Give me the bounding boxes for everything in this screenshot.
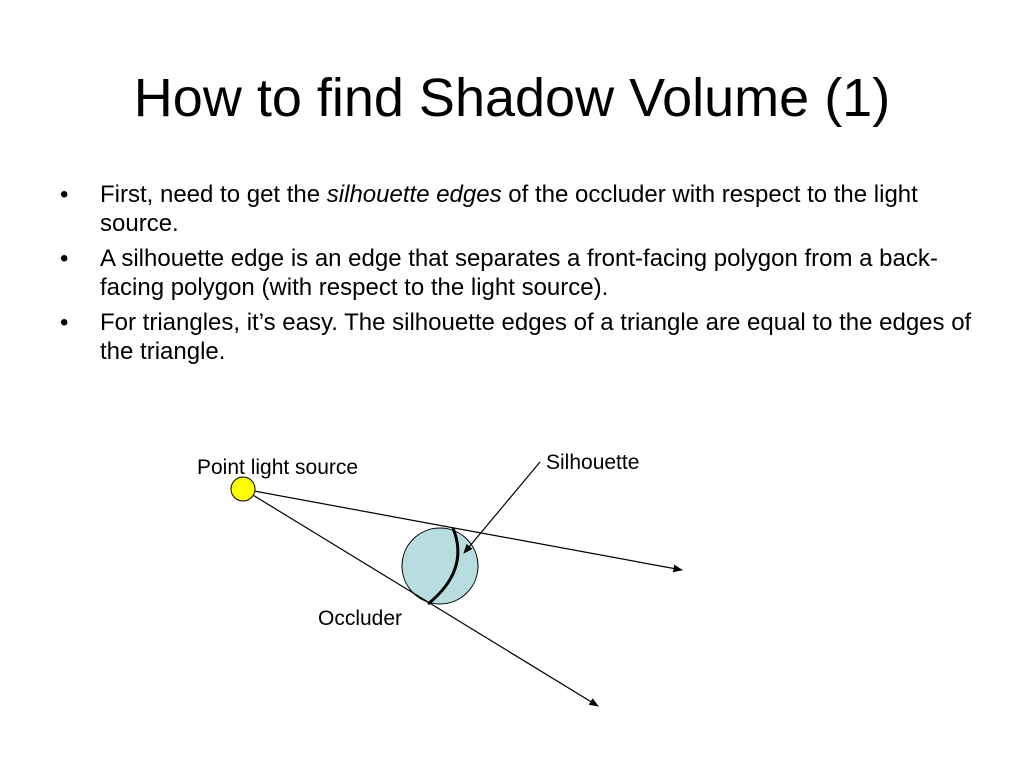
bullet-marker: • <box>60 309 69 336</box>
bullet-item: • First, need to get the silhouette edge… <box>60 180 980 238</box>
light-source-label: Point light source <box>197 456 358 479</box>
bullet-marker: • <box>60 245 69 272</box>
occluder-label: Occluder <box>318 607 402 630</box>
bullet-emphasis: silhouette edges <box>326 181 502 208</box>
bullet-text-start: First, need to get the <box>100 181 327 208</box>
silhouette-pointer-arrow <box>463 461 541 554</box>
upper-shadow-ray <box>242 488 683 573</box>
bullet-item: • For triangles, it’s easy. The silhouet… <box>60 308 980 366</box>
bullet-text: For triangles, it’s easy. The silhouette… <box>100 309 972 365</box>
bullet-text: A silhouette edge is an edge that separa… <box>100 245 938 301</box>
slide-title: How to find Shadow Volume (1) <box>133 68 891 128</box>
lower-shadow-ray <box>242 488 599 707</box>
bullet-list: • First, need to get the silhouette edge… <box>60 180 980 372</box>
bullet-text-end: of the occluder with respect to the ligh… <box>100 181 918 237</box>
silhouette-label: Silhouette <box>546 451 639 474</box>
light-source-icon <box>230 476 256 502</box>
bullet-item: • A silhouette edge is an edge that sepa… <box>60 244 980 302</box>
bullet-marker: • <box>60 181 69 208</box>
silhouette-edge <box>427 527 460 606</box>
